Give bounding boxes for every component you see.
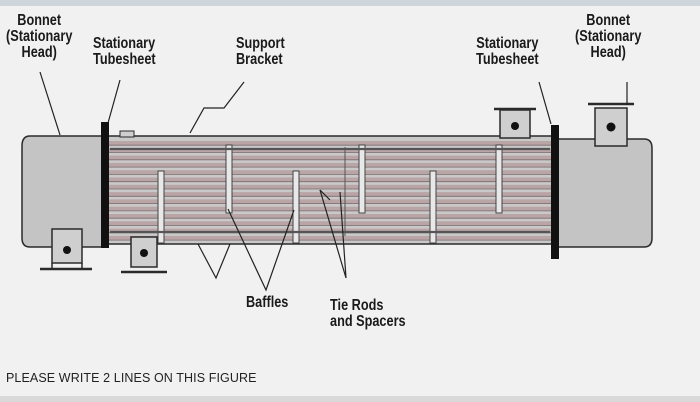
tube bbox=[109, 148, 552, 153]
tube bbox=[109, 141, 552, 146]
right-bonnet-bracket bbox=[588, 102, 634, 147]
right-bonnet-shape bbox=[557, 138, 653, 248]
tube-bundle bbox=[109, 141, 552, 241]
tube bbox=[109, 206, 552, 211]
tube bbox=[109, 199, 552, 204]
label-bonnet-right: Bonnet (Stationary Head) bbox=[575, 12, 642, 61]
leader-lines bbox=[39, 71, 628, 292]
tube bbox=[109, 162, 552, 168]
baffles bbox=[157, 144, 503, 244]
label-bonnet-left: Bonnet (Stationary Head) bbox=[6, 12, 73, 61]
bottom-strip bbox=[0, 396, 700, 402]
tube bbox=[109, 170, 552, 175]
tube bbox=[109, 177, 552, 182]
tube bbox=[109, 221, 552, 226]
left-bonnet-bracket bbox=[40, 228, 92, 271]
label-tie-rods: Tie Rods and Spacers bbox=[330, 297, 406, 330]
label-tubesheet-left: Stationary Tubesheet bbox=[93, 35, 156, 68]
top-bar bbox=[0, 0, 700, 6]
tube bbox=[109, 184, 552, 189]
support-bracket-left bbox=[121, 236, 167, 274]
instruction-note: PLEASE WRITE 2 LINES ON THIS FIGURE bbox=[6, 371, 257, 385]
tube bbox=[109, 235, 552, 241]
label-support-bracket: Support Bracket bbox=[236, 35, 285, 68]
tube bbox=[109, 214, 552, 219]
tube bbox=[109, 228, 552, 233]
support-bracket-right bbox=[494, 107, 536, 139]
nozzle-stub bbox=[119, 130, 135, 138]
right-tubesheet bbox=[551, 125, 559, 259]
left-tubesheet bbox=[101, 122, 109, 248]
tube bbox=[109, 155, 552, 160]
left-bonnet-shape bbox=[21, 135, 104, 248]
label-baffles: Baffles bbox=[246, 294, 289, 311]
label-tubesheet-right: Stationary Tubesheet bbox=[476, 35, 539, 68]
tie-rods bbox=[110, 147, 550, 236]
tube bbox=[109, 192, 552, 197]
